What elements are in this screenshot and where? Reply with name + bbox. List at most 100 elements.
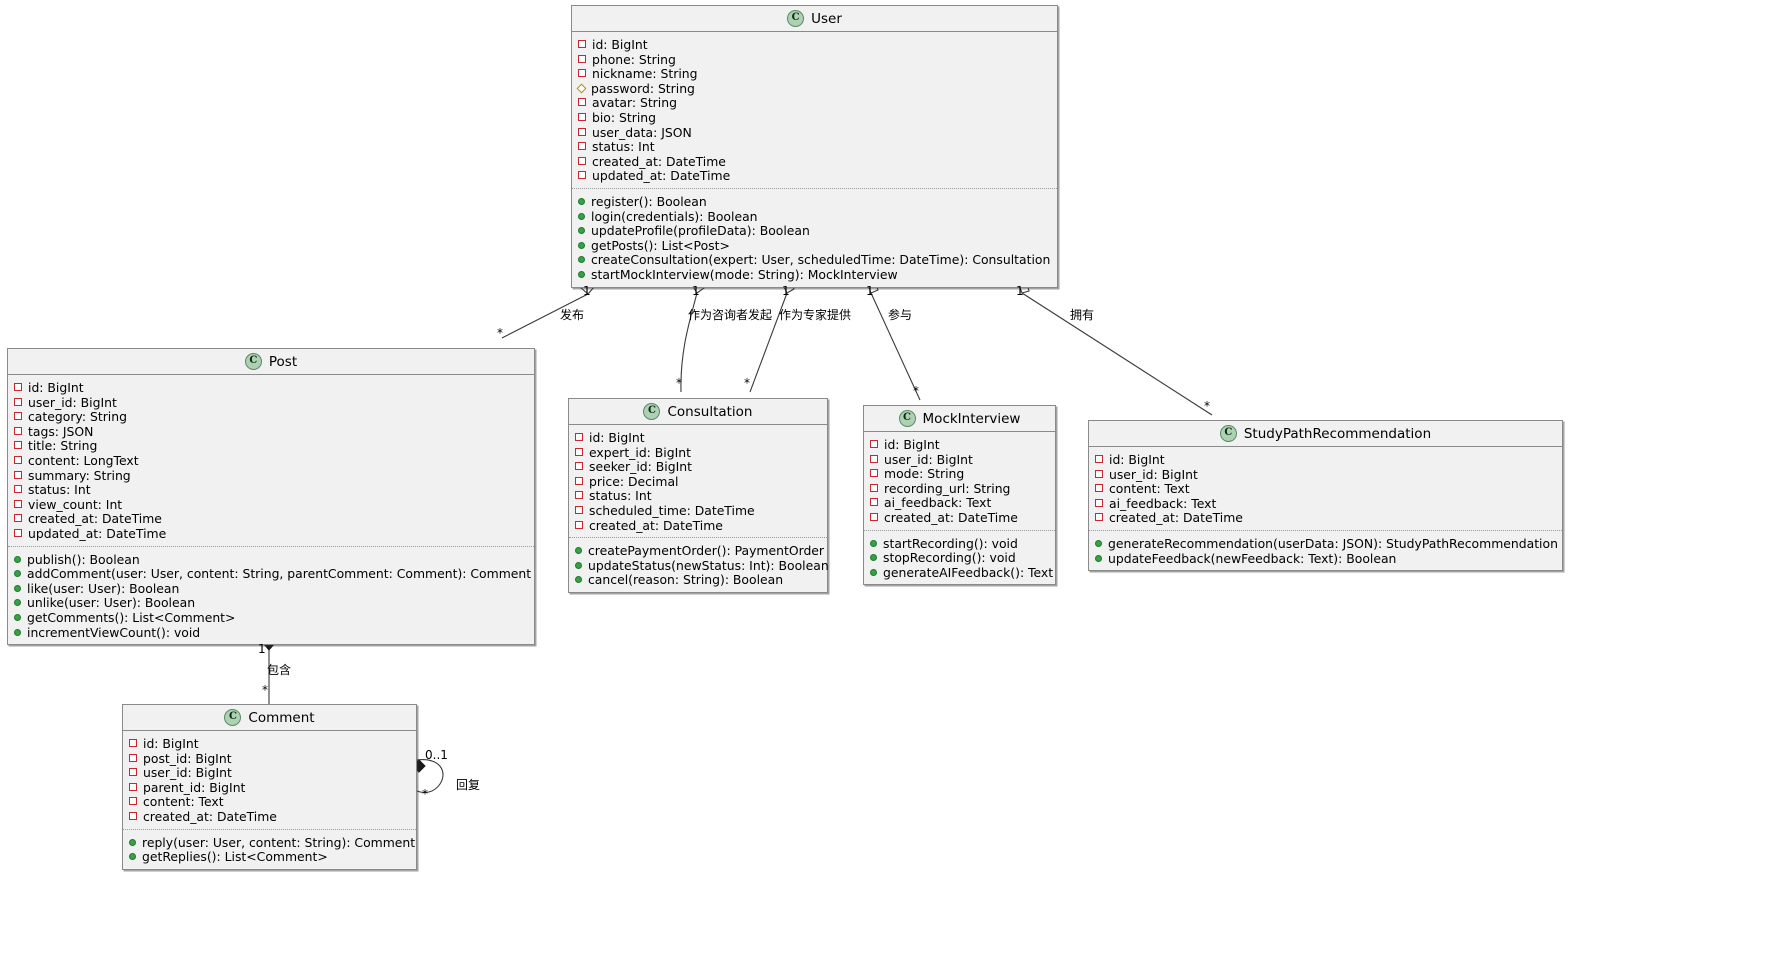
class-attributes-post: id: BigInt user_id: BigInt category: Str… <box>8 375 534 546</box>
attribute-label: id: BigInt <box>1109 452 1165 467</box>
method-row: unlike(user: User): Boolean <box>14 595 530 610</box>
attribute-row: created_at: DateTime <box>575 518 823 533</box>
method-row: reply(user: User, content: String): Comm… <box>129 834 416 850</box>
multiplicity-comment-self-target: * <box>422 787 428 801</box>
class-name-label: StudyPathRecommendation <box>1243 425 1432 442</box>
attribute-row: user_id: BigInt <box>870 452 1051 467</box>
class-methods-studypathrecommendation: generateRecommendation(userData: JSON): … <box>1089 529 1562 570</box>
private-field-icon <box>578 171 586 180</box>
class-attributes-studypathrecommendation: id: BigInt user_id: BigInt content: Text… <box>1089 447 1562 530</box>
private-field-icon <box>14 528 22 537</box>
multiplicity-post-comment-target: * <box>262 683 268 697</box>
private-field-icon <box>1095 484 1103 493</box>
attribute-label: user_id: BigInt <box>28 394 117 410</box>
relationship-label-post-comment: 包含 <box>267 663 292 677</box>
multiplicity-user-consultation-seeker-target: * <box>676 376 682 390</box>
multiplicity-post-comment-source: 1 <box>258 642 266 656</box>
method-label: startMockInterview(mode: String): MockIn… <box>591 266 898 282</box>
attribute-label: id: BigInt <box>28 380 84 395</box>
private-field-icon <box>578 98 586 107</box>
method-label: reply(user: User, content: String): Comm… <box>142 834 416 850</box>
attribute-row: user_id: BigInt <box>1095 467 1558 482</box>
attribute-label: created_at: DateTime <box>592 153 726 169</box>
multiplicity-comment-self-source: 0..1 <box>425 748 448 762</box>
attribute-label: view_count: Int <box>28 496 123 512</box>
multiplicity-user-studypath-target: * <box>1204 399 1210 413</box>
attribute-row: avatar: String <box>578 95 1053 110</box>
attribute-row: content: Text <box>129 794 412 809</box>
private-field-icon <box>578 40 586 48</box>
private-field-icon <box>14 514 22 523</box>
private-field-icon <box>1095 498 1103 507</box>
method-row: getComments(): List<Comment> <box>14 610 530 625</box>
public-method-icon <box>14 584 21 592</box>
attribute-row: created_at: DateTime <box>129 809 412 824</box>
method-label: getPosts(): List<Post> <box>591 237 730 253</box>
private-field-icon <box>870 483 878 492</box>
attribute-label: created_at: DateTime <box>28 511 162 527</box>
attribute-row: ai_feedback: Text <box>870 495 1051 510</box>
method-row: startRecording(): void <box>870 536 1051 551</box>
private-field-icon <box>129 739 137 747</box>
method-label: createPaymentOrder(): PaymentOrder <box>588 543 825 559</box>
private-field-icon <box>870 454 878 463</box>
attribute-row: ai_feedback: Text <box>1095 496 1558 511</box>
method-row: createPaymentOrder(): PaymentOrder <box>575 543 825 559</box>
class-attributes-mockinterview: id: BigInt user_id: BigInt mode: String … <box>864 432 1055 530</box>
private-field-icon <box>575 462 583 471</box>
private-field-icon <box>129 768 137 777</box>
attribute-label: user_data: JSON <box>592 124 692 140</box>
class-title-consultation: C Consultation <box>569 399 827 425</box>
method-label: incrementViewCount(): void <box>27 624 201 640</box>
attribute-label: avatar: String <box>592 95 677 111</box>
attribute-label: bio: String <box>592 109 656 125</box>
method-row: updateFeedback(newFeedback: Text): Boole… <box>1095 551 1558 566</box>
attribute-label: status: Int <box>589 488 652 504</box>
class-box-comment[interactable]: C Comment id: BigInt post_id: BigInt use… <box>122 704 417 870</box>
private-field-icon <box>14 470 22 479</box>
attribute-label: seeker_id: BigInt <box>589 459 692 475</box>
attribute-label: price: Decimal <box>589 473 679 489</box>
public-method-icon <box>1095 539 1102 547</box>
private-field-icon <box>575 491 583 500</box>
method-row: getPosts(): List<Post> <box>578 238 1053 253</box>
class-name-label: Consultation <box>667 403 753 420</box>
private-field-icon <box>575 447 583 456</box>
class-box-consultation[interactable]: C Consultation id: BigInt expert_id: Big… <box>568 398 829 593</box>
attribute-row: post_id: BigInt <box>129 751 412 766</box>
class-badge-icon: C <box>1219 425 1237 442</box>
class-attributes-comment: id: BigInt post_id: BigInt user_id: BigI… <box>123 731 416 829</box>
attribute-row: updated_at: DateTime <box>578 168 1053 183</box>
method-label: getReplies(): List<Comment> <box>142 849 328 865</box>
private-field-icon <box>578 142 586 151</box>
attribute-label: status: Int <box>592 139 655 155</box>
class-methods-consultation: createPaymentOrder(): PaymentOrder updat… <box>569 537 829 592</box>
attribute-row: parent_id: BigInt <box>129 780 412 795</box>
relationship-line-user-studypath <box>1018 282 1213 416</box>
attribute-label: tags: JSON <box>28 423 94 439</box>
method-label: like(user: User): Boolean <box>27 580 180 596</box>
attribute-row: content: LongText <box>14 453 530 468</box>
class-box-studypathrecommendation[interactable]: C StudyPathRecommendation id: BigInt use… <box>1088 420 1563 572</box>
class-name-label: User <box>811 10 842 27</box>
class-box-user[interactable]: C User id: BigInt phone: String nickname… <box>571 5 1058 288</box>
class-box-mockinterview[interactable]: C MockInterview id: BigInt user_id: BigI… <box>863 405 1056 586</box>
private-field-icon <box>129 811 137 820</box>
class-box-post[interactable]: C Post id: BigInt user_id: BigInt catego… <box>7 348 535 646</box>
attribute-row: expert_id: BigInt <box>575 445 823 460</box>
method-label: getComments(): List<Comment> <box>27 609 236 625</box>
attribute-label: content: Text <box>143 794 224 810</box>
multiplicity-user-consultation-expert-source: 1 <box>782 284 790 298</box>
class-badge-icon: C <box>898 410 916 427</box>
method-label: generateRecommendation(userData: JSON): … <box>1108 535 1558 551</box>
attribute-label: password: String <box>591 80 695 96</box>
method-label: updateStatus(newStatus: Int): Boolean <box>588 557 829 573</box>
class-title-user: C User <box>572 6 1057 32</box>
attribute-row: scheduled_time: DateTime <box>575 503 823 518</box>
relationship-label-user-consultation-expert: 作为专家提供 <box>779 308 852 322</box>
attribute-label: title: String <box>28 438 98 454</box>
attribute-row: bio: String <box>578 110 1053 125</box>
private-field-icon <box>14 455 22 464</box>
public-method-icon <box>14 599 21 607</box>
attribute-label: content: LongText <box>28 452 139 468</box>
